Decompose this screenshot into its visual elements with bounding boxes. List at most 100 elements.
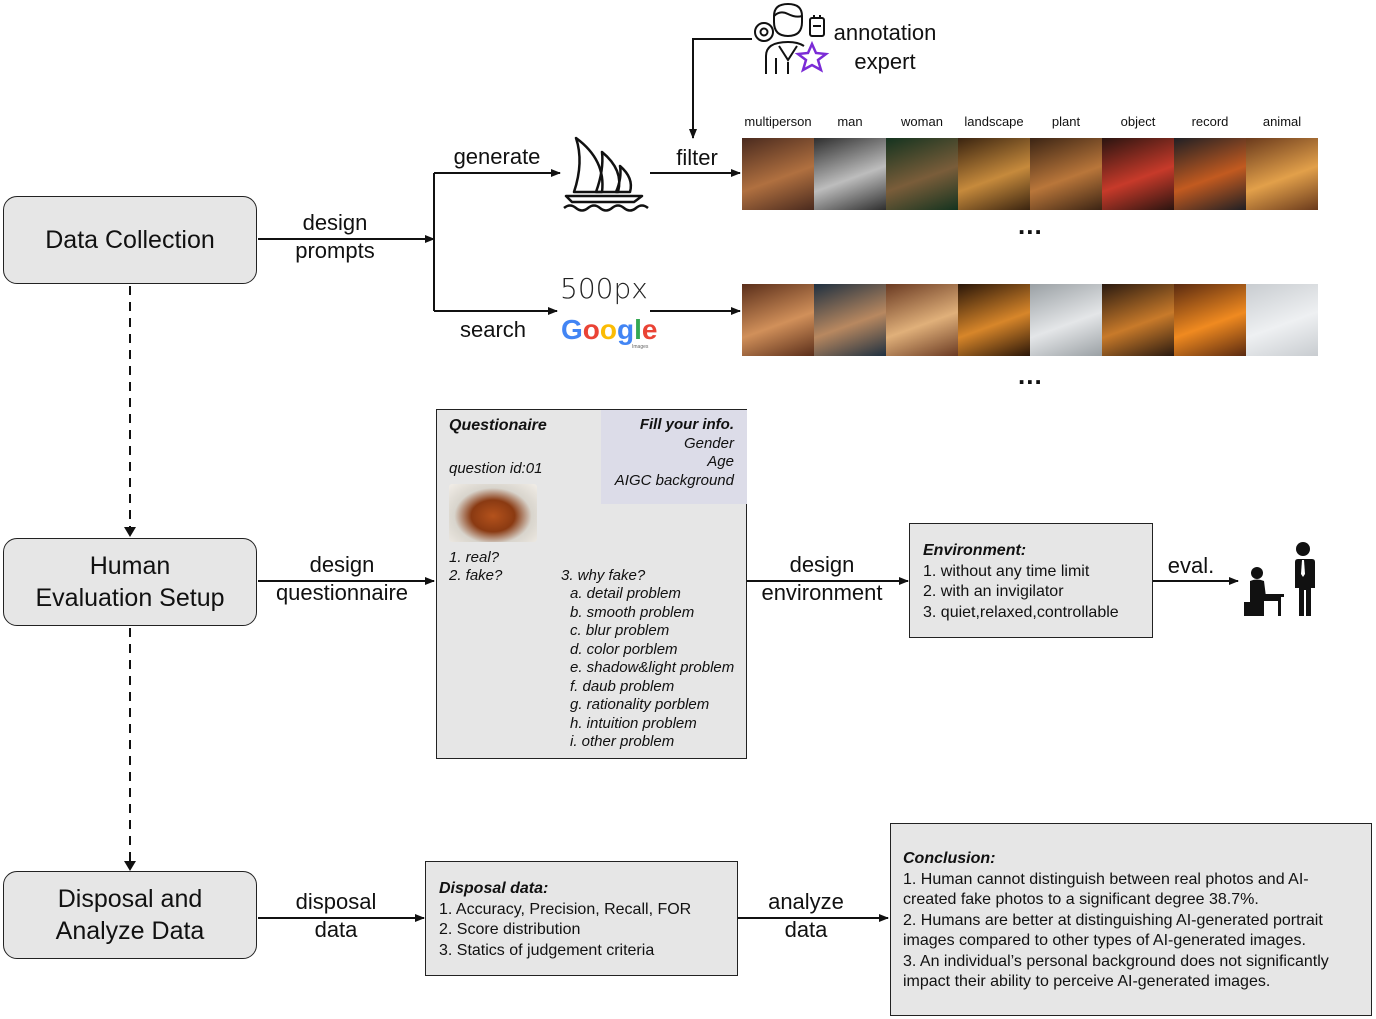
edge-label-line: disposal [295, 889, 377, 914]
edge-label-eval: eval. [1167, 553, 1215, 578]
logo-500px: 500px [560, 272, 648, 305]
edge-label-line: environment [761, 580, 883, 605]
category-labels: multiperson man woman landscape plant ob… [742, 114, 1318, 129]
generated-image-multiperson [742, 138, 814, 210]
edge-label-design-environment: design environment [752, 551, 892, 607]
stage-disposal-line1: Disposal and [57, 885, 203, 913]
annotation-expert-line2: expert [854, 49, 916, 74]
category-label-animal: animal [1262, 114, 1302, 129]
edge-label-line: data [314, 917, 358, 942]
stage-setup-line2: Evaluation Setup [35, 584, 225, 612]
environment-title: Environment: [923, 542, 1027, 559]
conclusion-line: 3. An individual’s personal background d… [903, 952, 1329, 970]
annotation-expert-line1: annotation [833, 20, 937, 45]
disposal-item: 2. Score distribution [439, 921, 581, 938]
edge-label-line: analyze [768, 889, 844, 914]
stage-human-evaluation-setup: Human Evaluation Setup [3, 538, 257, 626]
category-label-man: man [837, 114, 863, 129]
conclusion-line: impact their ability to perceive AI-gene… [903, 973, 1271, 990]
stage-disposal-line2: Analyze Data [55, 917, 205, 945]
disposal-title: Disposal data: [439, 880, 549, 897]
conclusion-line: 1. Human cannot distinguish between real… [903, 870, 1309, 888]
question-image [449, 484, 537, 542]
conclusion-box: Conclusion: 1. Human cannot distinguish … [890, 823, 1372, 1016]
generated-ellipsis: ... [1018, 210, 1043, 240]
real-image-object [1102, 284, 1174, 356]
evaluators-icon [1244, 542, 1315, 616]
info-panel [601, 410, 747, 504]
edge-label-filter: filter [676, 145, 718, 170]
answer-fake: 2. fake? [449, 567, 503, 584]
stage-data-collection: Data Collection [3, 196, 257, 284]
annotation-expert-icon [754, 2, 830, 74]
category-label-multiperson: multiperson [744, 114, 812, 129]
question-id: question id:01 [449, 460, 543, 477]
environment-item: 3. quiet,relaxed,controllable [923, 603, 1119, 621]
reason-item: a. detail problem [570, 585, 681, 602]
logo-google: Google [561, 314, 658, 345]
generated-image-woman [886, 138, 958, 210]
environment-item: 1. without any time limit [923, 562, 1090, 580]
questionnaire-box: Questionaire Fill your info. Gender Age … [436, 409, 747, 759]
generated-image-landscape [958, 138, 1030, 210]
info-item: Gender [683, 434, 734, 452]
generated-image-record [1174, 138, 1246, 210]
real-image-multiperson [742, 284, 814, 356]
edge-label-analyze-data: analyze data [746, 888, 866, 944]
info-title: Fill your info. [639, 416, 734, 433]
category-label-object: object [1120, 114, 1156, 129]
info-item: AIGC background [614, 471, 734, 489]
edge-label-line: design [789, 552, 855, 577]
generated-image-object [1102, 138, 1174, 210]
real-image-record [1174, 284, 1246, 356]
arrow-expert-to-filter [689, 38, 752, 139]
info-item: Age [707, 453, 734, 470]
reason-item: g. rationality porblem [570, 696, 710, 713]
edge-label-design-prompts: design prompts [272, 209, 398, 265]
category-label-plant: plant [1051, 114, 1081, 129]
edge-label-line: design [302, 210, 368, 235]
generated-image-strip [742, 138, 1318, 210]
real-image-woman [886, 284, 958, 356]
conclusion-title: Conclusion: [903, 850, 996, 867]
logo-google-sub: Images [632, 344, 649, 350]
reason-item: f. daub problem [570, 677, 675, 695]
reason-item: h. intuition problem [570, 714, 697, 732]
edge-label-line: design [309, 552, 375, 577]
generated-image-plant [1030, 138, 1102, 210]
environment-item: 2. with an invigilator [923, 583, 1064, 600]
stage-setup-line1: Human [89, 552, 171, 580]
questionnaire-title: Questionaire [449, 417, 547, 434]
real-image-strip [742, 284, 1318, 356]
info-fields: Fill your info. Gender Age AIGC backgrou… [615, 416, 734, 490]
edge-label-generate: generate [453, 144, 541, 169]
environment-box: Environment: 1. without any time limit 2… [909, 523, 1153, 638]
real-image-animal [1246, 284, 1318, 356]
why-fake-label: 3. why fake? [561, 567, 646, 584]
edge-label-disposal-data: disposal data [276, 888, 396, 944]
reason-item: d. color porblem [570, 640, 678, 658]
disposal-data-box: Disposal data: 1. Accuracy, Precision, R… [425, 861, 738, 976]
stage-disposal-analyze: Disposal and Analyze Data [3, 871, 257, 959]
generated-image-animal [1246, 138, 1318, 210]
category-label-landscape: landscape [964, 114, 1024, 129]
sailboat-icon [563, 136, 649, 212]
edge-label-line: questionnaire [275, 580, 409, 605]
edge-label-line: data [784, 917, 828, 942]
disposal-item: 1. Accuracy, Precision, Recall, FOR [439, 900, 692, 918]
reason-item: i. other problem [570, 733, 675, 750]
reason-item: e. shadow&light problem [570, 659, 735, 676]
edge-label-design-questionnaire: design questionnaire [262, 551, 422, 607]
reason-list: a. detail problem b. smooth problem c. b… [570, 585, 734, 752]
real-ellipsis: ... [1018, 360, 1043, 390]
generated-image-man [814, 138, 886, 210]
edge-label-search: search [459, 317, 527, 342]
real-image-man [814, 284, 886, 356]
conclusion-line: images compared to other types of AI-gen… [903, 932, 1306, 949]
real-image-landscape [958, 284, 1030, 356]
real-image-plant [1030, 284, 1102, 356]
category-label-woman: woman [901, 114, 943, 129]
edge-label-line: prompts [295, 238, 375, 263]
reason-item: c. blur problem [570, 622, 670, 639]
